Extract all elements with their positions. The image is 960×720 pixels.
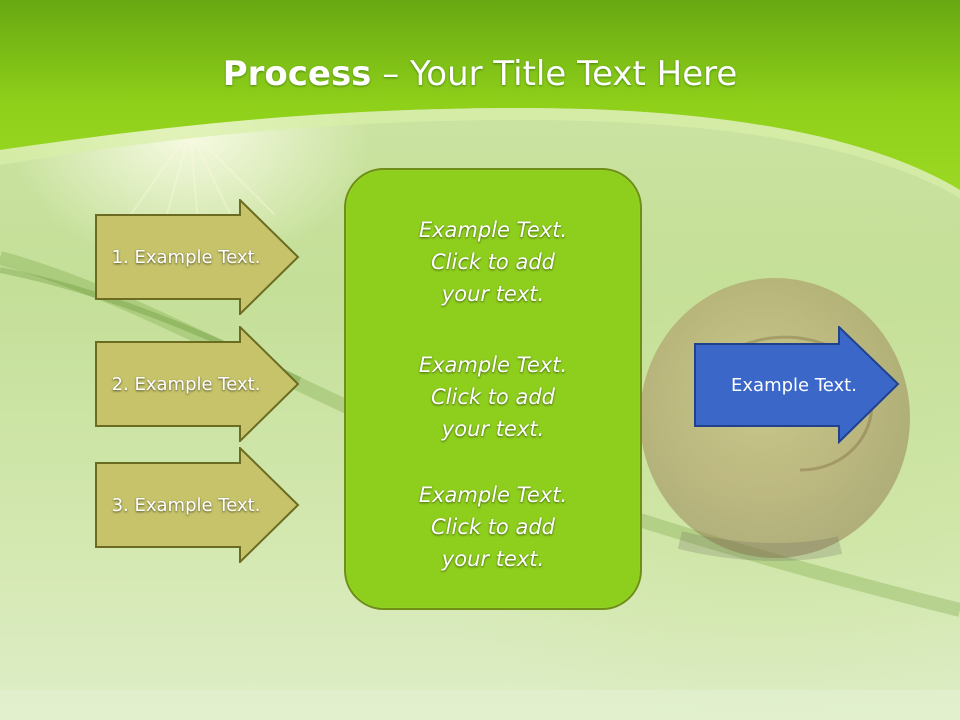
paragraph-line: your text. (441, 417, 545, 441)
title-bold: Process (222, 54, 372, 94)
step-arrow-1[interactable]: 1. Example Text. (95, 199, 300, 315)
paragraph-line: your text. (441, 282, 545, 306)
slide-title: Process – Your Title Text Here (0, 54, 960, 94)
step-label: 1. Example Text. (111, 246, 261, 268)
paragraph-line: Click to add (430, 385, 555, 409)
result-label: Example Text. (731, 374, 857, 396)
result-arrow-shape (694, 324, 900, 445)
step-label: 3. Example Text. (111, 494, 261, 516)
paragraph-line: Example Text. (418, 483, 568, 507)
paragraph-line: Example Text. (418, 218, 568, 242)
step-arrow-shape (95, 199, 300, 315)
paragraph-line: Click to add (430, 515, 555, 539)
step-label: 2. Example Text. (111, 373, 261, 395)
paragraph-line: your text. (441, 547, 545, 571)
center-paragraph-2: Example Text. Click to add your text. (346, 349, 640, 445)
step-arrow-shape (95, 326, 300, 442)
step-arrow-3[interactable]: 3. Example Text. (95, 447, 300, 563)
step-arrow-2[interactable]: 2. Example Text. (95, 326, 300, 442)
title-text: – Your Title Text Here (371, 54, 738, 94)
result-arrow[interactable]: Example Text. (694, 324, 900, 445)
center-paragraph-3: Example Text. Click to add your text. (346, 479, 640, 575)
step-arrow-shape (95, 447, 300, 563)
paragraph-line: Example Text. (418, 353, 568, 377)
center-text-box[interactable]: Example Text. Click to add your text. Ex… (344, 168, 642, 610)
center-paragraph-1: Example Text. Click to add your text. (346, 214, 640, 310)
paragraph-line: Click to add (430, 250, 555, 274)
